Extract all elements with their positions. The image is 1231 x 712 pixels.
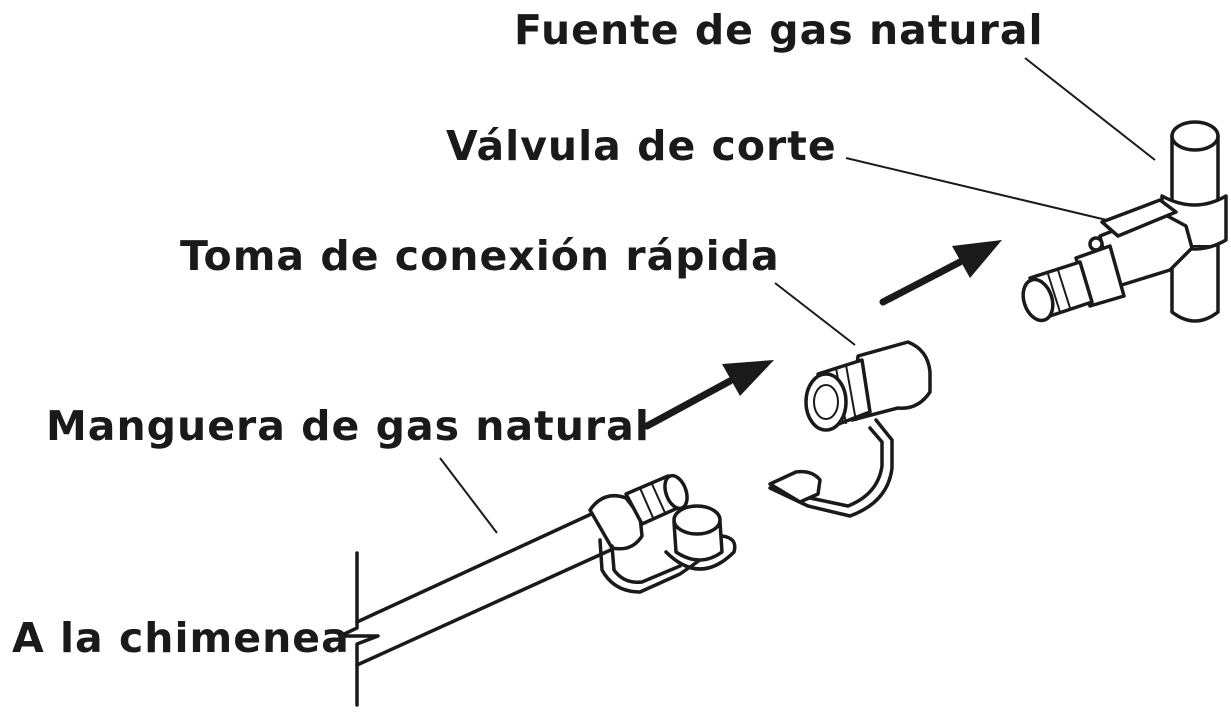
shut-off-valve <box>1021 198 1194 323</box>
label-fuente-gas-natural: Fuente de gas natural <box>514 6 1044 54</box>
break-line <box>338 551 380 707</box>
label-valvula-corte: Válvula de corte <box>446 122 837 170</box>
gas-hose <box>355 473 737 667</box>
direction-arrows <box>643 240 1002 430</box>
leader-valvula <box>845 157 1116 223</box>
leader-lines <box>439 57 1156 534</box>
label-manguera-gas-natural: Manguera de gas natural <box>46 402 650 450</box>
label-toma-conexion-rapida: Toma de conexión rápida <box>180 232 780 280</box>
leader-manguera <box>439 457 498 534</box>
gas-source-pipe <box>1160 120 1228 323</box>
leader-fuente <box>1024 57 1156 161</box>
label-a-la-chimenea: A la chimenea <box>12 614 350 662</box>
quick-connect-socket <box>768 340 932 518</box>
arrow-to-valve <box>879 240 1002 306</box>
arrow-to-socket <box>643 360 774 430</box>
leader-toma <box>774 282 856 346</box>
